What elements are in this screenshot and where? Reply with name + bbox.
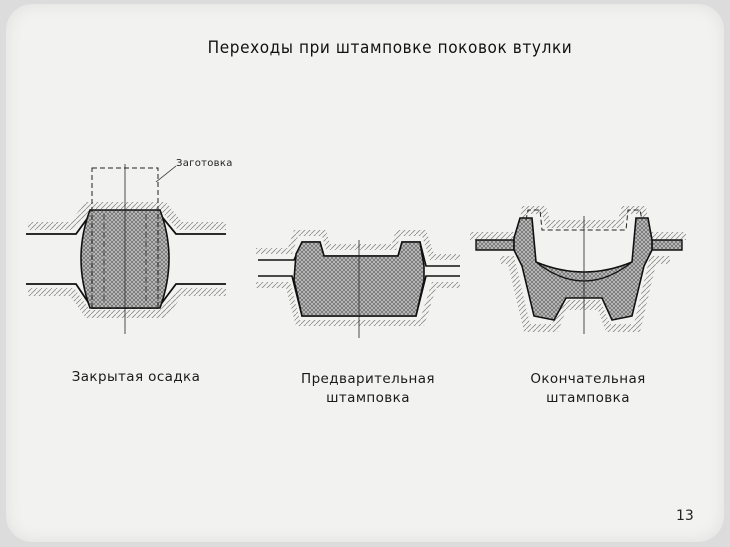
lower-die-hatch-2 — [256, 282, 460, 326]
lower-die-hatch — [28, 288, 226, 318]
caption-line: Закрытая осадка — [71, 369, 201, 385]
forging-diagram — [26, 164, 686, 338]
caption-preliminary-stamping: Предварительная штамповка — [268, 370, 468, 408]
upper-die-hatch — [28, 202, 226, 230]
upper-die-hatch-3 — [470, 206, 686, 240]
lower-die-hatch-3 — [500, 256, 670, 332]
caption-line: штамповка — [326, 390, 410, 406]
upper-die-hatch-2 — [256, 230, 460, 260]
caption-closed-upsetting: Закрытая осадка — [46, 368, 226, 387]
blank-leader-line — [155, 165, 177, 183]
blank-label: Заготовка — [176, 158, 233, 169]
stage-final-stamping — [470, 206, 686, 334]
caption-line: Окончательная — [530, 371, 646, 387]
caption-final-stamping: Окончательная штамповка — [488, 370, 688, 408]
flash-right — [651, 239, 683, 251]
stage-preliminary-stamping — [256, 230, 460, 338]
page-number: 13 — [676, 508, 694, 524]
slide-title: Переходы при штамповке поковок втулки — [207, 38, 573, 58]
caption-line: Предварительная — [301, 371, 435, 387]
caption-line: штамповка — [546, 390, 630, 406]
slide: Переходы при штамповке поковок втулки — [6, 4, 724, 542]
stage-closed-upsetting — [26, 164, 226, 334]
flash-left — [475, 239, 515, 251]
